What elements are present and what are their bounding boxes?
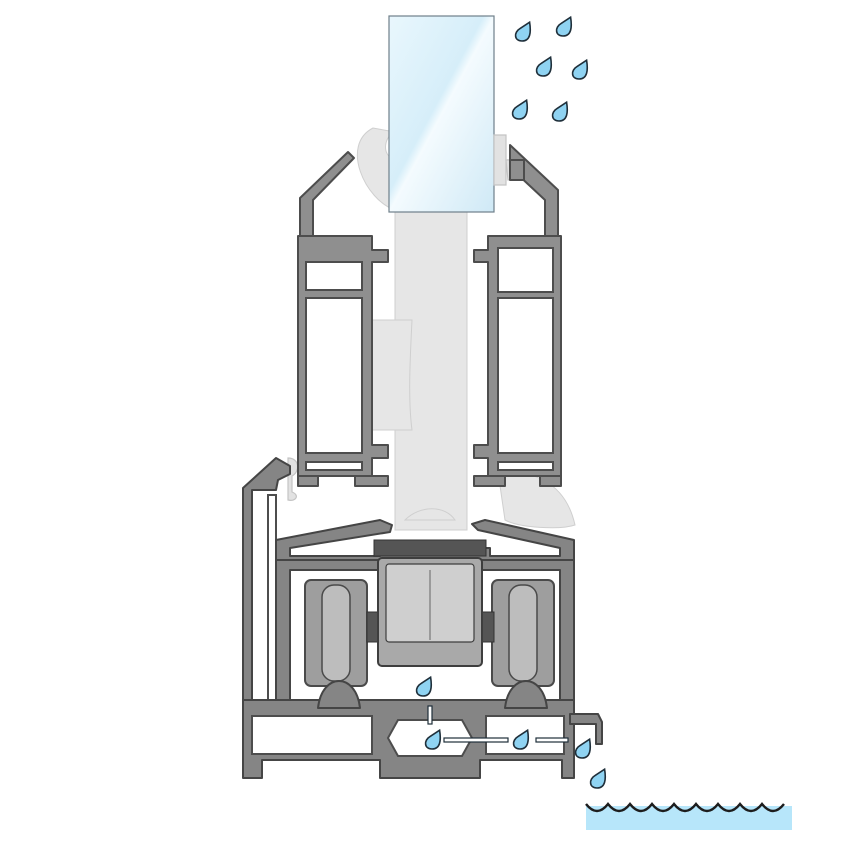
drainage-drop-4 — [574, 737, 592, 759]
drainage-path — [427, 705, 569, 743]
frame-track-deck — [275, 519, 575, 561]
frame-drip-lip — [569, 713, 603, 745]
drainage-drop-5 — [589, 767, 607, 789]
sash-profile-left — [297, 235, 389, 477]
sash-glazing-bead-left — [299, 151, 355, 247]
rain-drop-2 — [555, 15, 573, 37]
roller-carriage — [366, 539, 495, 667]
drainage-drop-1 — [415, 675, 433, 697]
glass-pane — [388, 15, 495, 213]
rain-drops — [511, 15, 589, 122]
drainage-drop-3 — [512, 728, 530, 750]
water-pool — [585, 802, 792, 830]
rain-drop-5 — [511, 98, 529, 120]
rain-drop-1 — [514, 20, 532, 42]
frame-left-slot — [267, 494, 277, 711]
sash-clip-right — [509, 159, 525, 181]
roller-left — [304, 579, 368, 709]
sash-bottom-rails — [297, 475, 562, 487]
drainage-drop-2 — [424, 728, 442, 750]
drainage-drops — [415, 675, 607, 789]
sash-profile-right — [473, 235, 562, 477]
rain-drop-3 — [535, 55, 553, 77]
rain-drop-6 — [551, 100, 569, 122]
thermal-break-core — [356, 127, 576, 531]
roller-right — [491, 579, 555, 709]
rain-drop-4 — [571, 58, 589, 80]
